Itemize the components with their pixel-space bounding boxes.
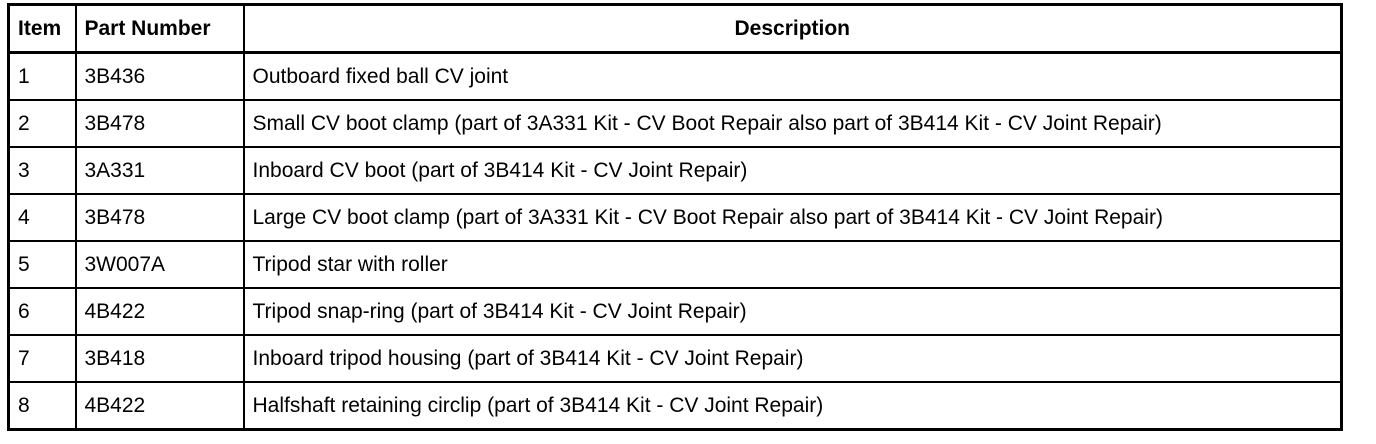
item-cell: 4 (7, 193, 77, 242)
item-cell: 2 (7, 99, 77, 148)
col-header-item: Item (7, 3, 77, 54)
item-cell: 1 (7, 51, 77, 101)
description-cell: Inboard tripod housing (part of 3B414 Ki… (242, 334, 1343, 383)
description-cell: Tripod star with roller (242, 240, 1343, 289)
item-cell: 6 (7, 287, 77, 336)
part-number-cell: 4B422 (74, 287, 245, 336)
col-header-description: Description (242, 3, 1343, 54)
part-number-cell: 3B478 (74, 99, 245, 148)
part-number-cell: 3B418 (74, 334, 245, 383)
description-cell: Tripod snap-ring (part of 3B414 Kit - CV… (242, 287, 1343, 336)
description-cell: Outboard fixed ball CV joint (242, 51, 1343, 101)
item-cell: 5 (7, 240, 77, 289)
item-cell: 3 (7, 146, 77, 195)
header-row: Item Part Number Description (7, 3, 1343, 54)
description-cell: Halfshaft retaining circlip (part of 3B4… (242, 381, 1343, 431)
part-number-cell: 4B422 (74, 381, 245, 431)
description-cell: Large CV boot clamp (part of 3A331 Kit -… (242, 193, 1343, 242)
item-cell: 8 (7, 381, 77, 431)
item-cell: 7 (7, 334, 77, 383)
part-number-cell: 3W007A (74, 240, 245, 289)
part-number-cell: 3B478 (74, 193, 245, 242)
part-number-cell: 3B436 (74, 51, 245, 101)
part-number-cell: 3A331 (74, 146, 245, 195)
description-cell: Small CV boot clamp (part of 3A331 Kit -… (242, 99, 1343, 148)
description-cell: Inboard CV boot (part of 3B414 Kit - CV … (242, 146, 1343, 195)
col-header-part-number: Part Number (74, 3, 245, 54)
